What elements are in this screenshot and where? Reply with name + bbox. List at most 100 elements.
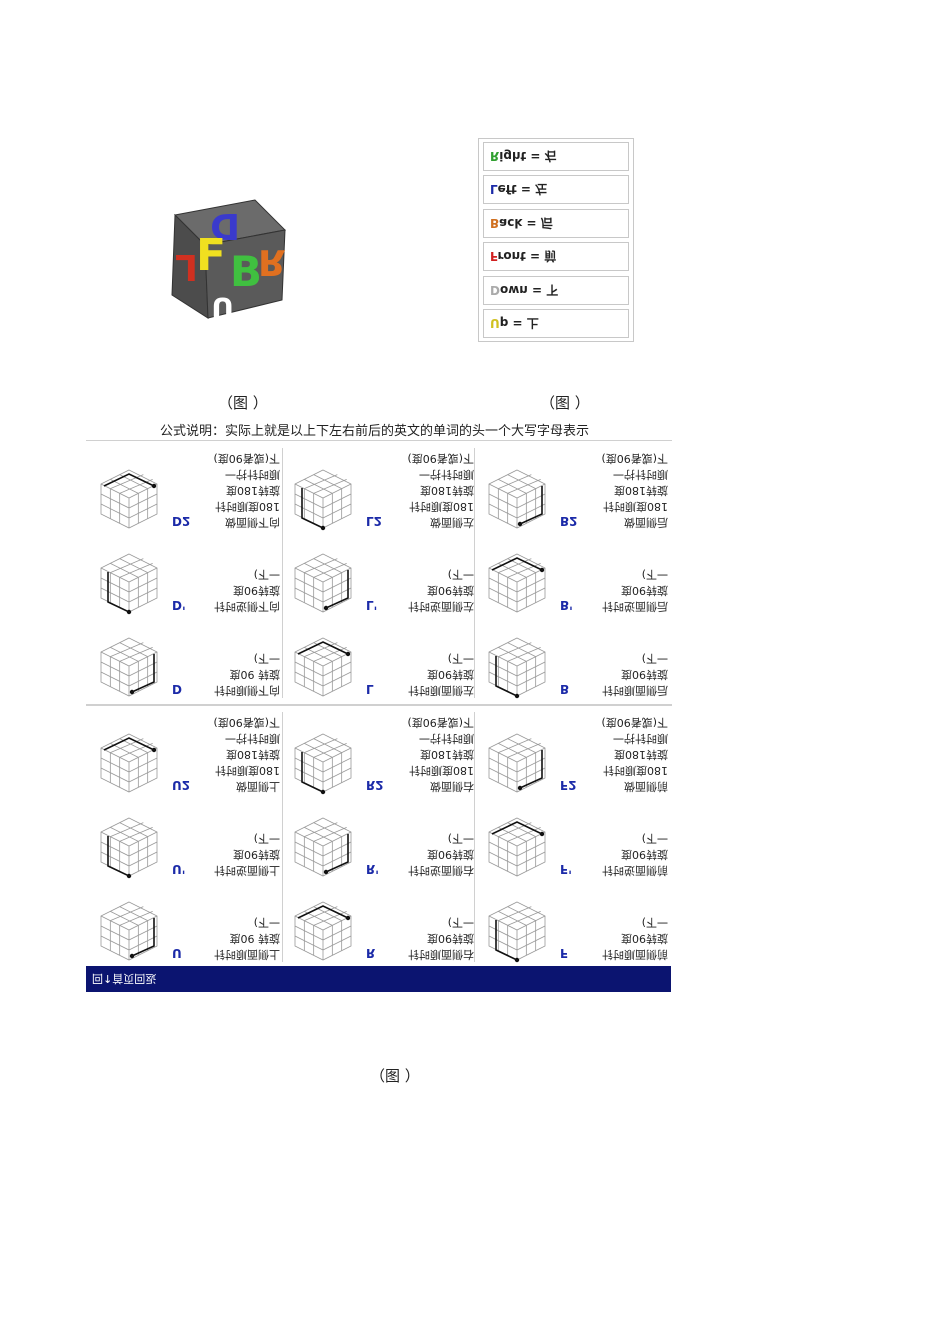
cube-grid-line <box>100 567 158 583</box>
move-description-line: 旋转180度 <box>420 748 474 761</box>
cube-grid-line <box>100 915 158 931</box>
cube-grid-line <box>488 767 518 783</box>
cube-grid-line <box>110 822 144 838</box>
move-arrow-head <box>345 915 351 921</box>
move-arrow <box>107 836 130 877</box>
move-arrow-head <box>514 693 520 699</box>
figure-caption-3: （图 ） <box>370 1067 420 1085</box>
move-arrow-head <box>126 609 132 615</box>
cube-grid-line <box>516 587 546 603</box>
legend-row: Down = 下 <box>483 275 629 305</box>
cube-grid-line <box>128 503 158 519</box>
move-description-line: 顺时针拧一 <box>419 468 474 481</box>
move-description: 右侧面逆时针旋转90度一下) <box>392 830 474 878</box>
cube-grid-line <box>119 478 153 494</box>
move-cell: D'向下侧逆时针旋转90度一下) <box>88 536 280 616</box>
move-description-line: 旋转90度 <box>233 584 280 597</box>
move-code: B <box>560 682 570 696</box>
cube-move-icon <box>294 469 352 531</box>
cube-grid-line <box>498 906 532 922</box>
cube-grid-line <box>322 661 352 677</box>
cube-grid-line <box>488 503 518 519</box>
cube-grid-line <box>304 906 338 922</box>
move-description-line: 左侧面做 <box>430 516 474 529</box>
cube-grid-line <box>322 587 352 603</box>
move-code: D2 <box>172 514 191 528</box>
back-to-top-link[interactable]: 返回页首↑回 <box>92 972 157 985</box>
move-cell: R'右侧面逆时针旋转90度一下) <box>282 800 474 880</box>
cube-grid-line <box>516 577 546 593</box>
cube-grid-line <box>294 503 324 519</box>
cube-grid-line <box>507 906 536 922</box>
cube-grid-line <box>294 587 324 603</box>
move-description-line: 右侧面顺时针 <box>408 948 474 961</box>
cube-grid-line <box>498 742 527 758</box>
move-description: 左侧面逆时针旋转90度一下) <box>392 566 474 614</box>
cube-grid-line <box>313 646 347 662</box>
legend-initial: U <box>490 316 500 330</box>
cube-grid-line <box>110 478 139 494</box>
cube-grid-line <box>516 851 546 867</box>
cube-grid-line <box>128 577 158 593</box>
cube-grid-line <box>488 831 546 847</box>
move-description-line: 向下侧顺时针 <box>214 684 280 697</box>
move-description-line: 一下) <box>447 832 474 845</box>
legend-row: Left = 左 <box>483 175 629 205</box>
move-arrow-head <box>514 957 520 963</box>
move-arrow <box>325 570 349 609</box>
cube-grid-line <box>119 742 153 758</box>
cube-grid-line <box>488 671 518 687</box>
cube-grid-line <box>488 915 546 931</box>
cube-grid-line <box>507 910 541 926</box>
move-description-line: 旋转90度 <box>233 848 280 861</box>
cube-grid-line <box>507 826 541 842</box>
cube-grid-line <box>322 577 352 593</box>
cube-grid-line <box>313 742 347 758</box>
legend-text: own = 下 <box>499 282 559 297</box>
cube-grid-line <box>516 757 546 773</box>
move-cell: L'左侧面逆时针旋转90度一下) <box>282 536 474 616</box>
cube-grid-line <box>322 503 352 519</box>
cube-grid-line <box>516 935 546 951</box>
cube-grid-line <box>313 562 347 578</box>
move-description-line: 180度顺时针 <box>215 764 280 777</box>
move-code: F2 <box>560 778 577 792</box>
cube-grid-line <box>304 646 333 662</box>
cube-grid-line <box>294 767 324 783</box>
move-description-line: 一下) <box>641 832 668 845</box>
cube-letter-l: L <box>175 246 198 287</box>
cube-grid-line <box>516 841 546 857</box>
move-arrow-head <box>539 831 545 837</box>
panel-divider <box>474 448 475 698</box>
move-description-line: 下(或者90度) <box>407 452 474 465</box>
cube-grid-line <box>322 767 352 783</box>
cube-grid-line <box>488 577 518 593</box>
move-arrow-head <box>129 689 135 695</box>
cube-move-icon <box>294 733 352 795</box>
cube-move-icon <box>100 553 158 615</box>
cube-grid-line <box>322 757 352 773</box>
move-arrow <box>103 473 155 487</box>
cube-grid-line <box>100 841 130 857</box>
move-description: 前侧面逆时针旋转90度一下) <box>586 830 668 878</box>
move-description-line: 一下) <box>641 652 668 665</box>
cube-grid-line <box>488 661 518 677</box>
cube-move-icon <box>488 733 546 793</box>
cube-grid-line <box>294 831 352 847</box>
move-description-line: 下(或者90度) <box>213 452 280 465</box>
cube-grid-line <box>100 767 130 783</box>
cube-grid-line <box>516 671 546 687</box>
move-cell: B'后侧面逆时针旋转90度一下) <box>476 536 668 616</box>
legend-row: Up = 上 <box>483 309 629 338</box>
move-arrow <box>495 920 518 961</box>
cube-grid-line <box>119 642 148 658</box>
move-code: U <box>172 946 182 960</box>
cube-grid-line <box>110 642 144 658</box>
move-description-line: 旋转180度 <box>420 484 474 497</box>
move-description-line: 180度顺时针 <box>409 500 474 513</box>
cube-grid-line <box>488 587 518 603</box>
move-description: 后侧面逆时针旋转90度一下) <box>586 566 668 614</box>
